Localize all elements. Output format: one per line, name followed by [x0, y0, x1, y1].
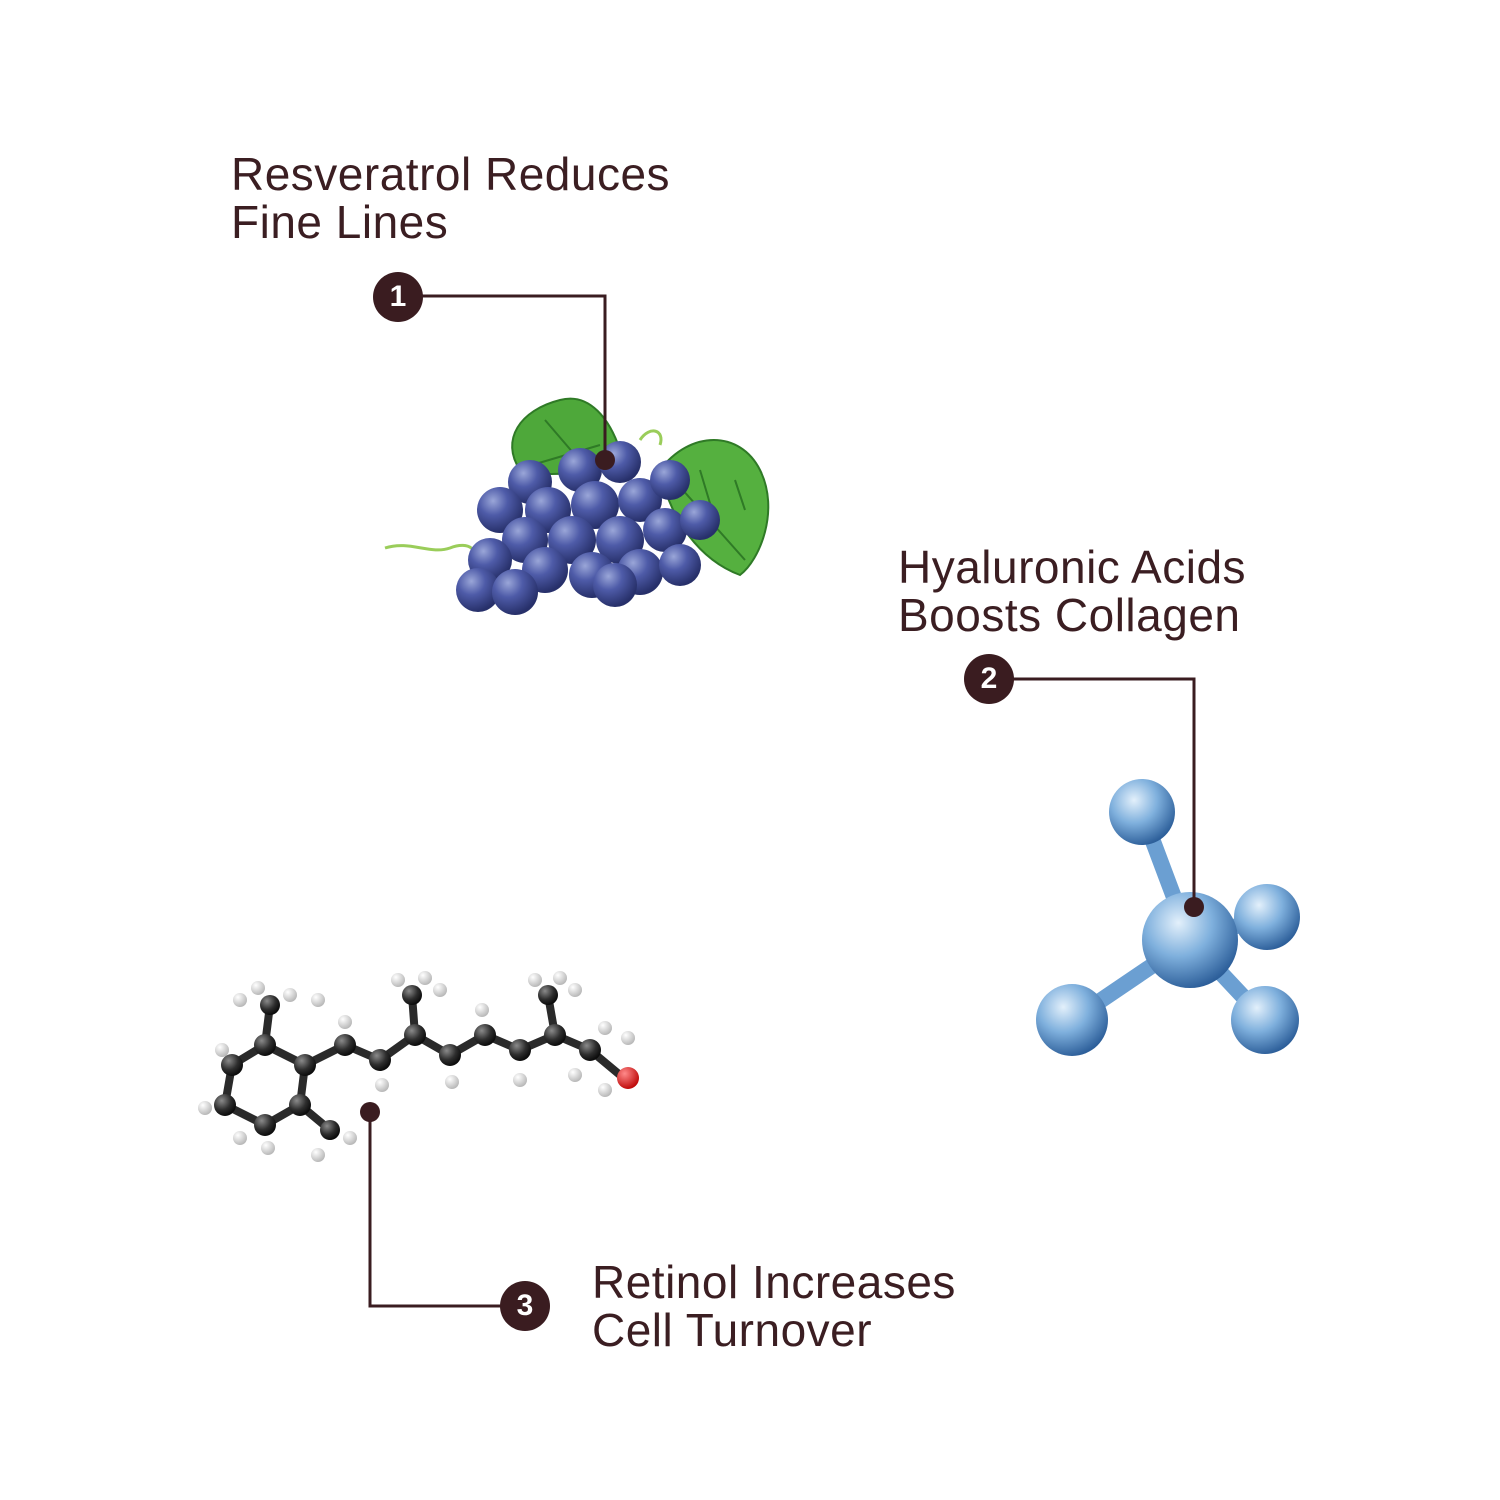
callout-dot-1 [595, 450, 615, 470]
grapes-icon [384, 397, 770, 615]
ingredient-3-line1: Retinol Increases [592, 1256, 956, 1308]
ingredient-1-line2: Fine Lines [231, 196, 449, 248]
ingredient-3-line2: Cell Turnover [592, 1304, 873, 1356]
callout-dot-2 [1184, 897, 1204, 917]
ingredient-label-2: Hyaluronic Acids Boosts Collagen [898, 543, 1246, 639]
callout-line-1 [398, 294, 607, 460]
retinol-molecule-icon [198, 971, 639, 1162]
number-badge-1: 1 [373, 272, 423, 322]
callout-line-3 [368, 1112, 525, 1308]
molecule-icon [1036, 779, 1300, 1056]
number-badge-2: 2 [964, 654, 1014, 704]
ingredient-label-1: Resveratrol Reduces Fine Lines [231, 150, 670, 246]
ingredient-1-line1: Resveratrol Reduces [231, 148, 671, 200]
number-badge-3: 3 [500, 1281, 550, 1331]
ingredient-2-line1: Hyaluronic Acids [898, 541, 1247, 593]
ingredient-2-line2: Boosts Collagen [898, 589, 1241, 641]
callout-dot-3 [360, 1102, 380, 1122]
ingredient-label-3: Retinol Increases Cell Turnover [592, 1258, 956, 1354]
callout-line-2 [989, 677, 1196, 907]
